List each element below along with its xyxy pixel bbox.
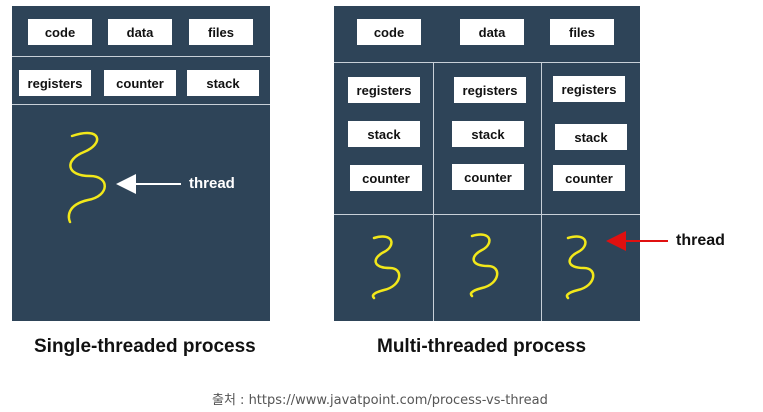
multi-col3-counter: counter bbox=[553, 165, 625, 191]
single-divider-top bbox=[12, 56, 270, 57]
multi-thread-label: thread bbox=[676, 232, 725, 249]
multi-thread-squiggle-2 bbox=[469, 233, 499, 298]
single-process-panel bbox=[12, 6, 270, 321]
multi-col2-counter: counter bbox=[452, 164, 524, 190]
multi-box-files: files bbox=[550, 19, 614, 45]
multi-thread-squiggle-1 bbox=[371, 235, 401, 300]
single-thread-label: thread bbox=[189, 175, 235, 192]
multi-divider-top bbox=[334, 62, 640, 63]
single-divider-mid bbox=[12, 104, 270, 105]
multi-col1-stack: stack bbox=[348, 121, 420, 147]
single-box-registers: registers bbox=[19, 70, 91, 96]
single-box-files: files bbox=[189, 19, 253, 45]
multi-col2-registers: registers bbox=[454, 77, 526, 103]
multi-box-data: data bbox=[460, 19, 524, 45]
multi-col1-registers: registers bbox=[348, 77, 420, 103]
single-box-counter: counter bbox=[104, 70, 176, 96]
single-box-data: data bbox=[108, 19, 172, 45]
single-box-code: code bbox=[28, 19, 92, 45]
multi-divider-mid bbox=[334, 214, 640, 215]
multi-column-divider-2 bbox=[541, 62, 542, 321]
single-box-stack: stack bbox=[187, 70, 259, 96]
multi-col1-counter: counter bbox=[350, 165, 422, 191]
multi-thread-squiggle-3 bbox=[565, 235, 595, 300]
multi-column-divider-1 bbox=[433, 62, 434, 321]
single-caption: Single-threaded process bbox=[34, 336, 256, 357]
multi-box-code: code bbox=[357, 19, 421, 45]
multi-col3-registers: registers bbox=[553, 76, 625, 102]
single-thread-squiggle bbox=[67, 131, 106, 224]
multi-col3-stack: stack bbox=[555, 124, 627, 150]
multi-col2-stack: stack bbox=[452, 121, 524, 147]
multi-caption: Multi-threaded process bbox=[377, 336, 587, 357]
source-credit: 출처 : https://www.javatpoint.com/process-… bbox=[212, 393, 548, 408]
